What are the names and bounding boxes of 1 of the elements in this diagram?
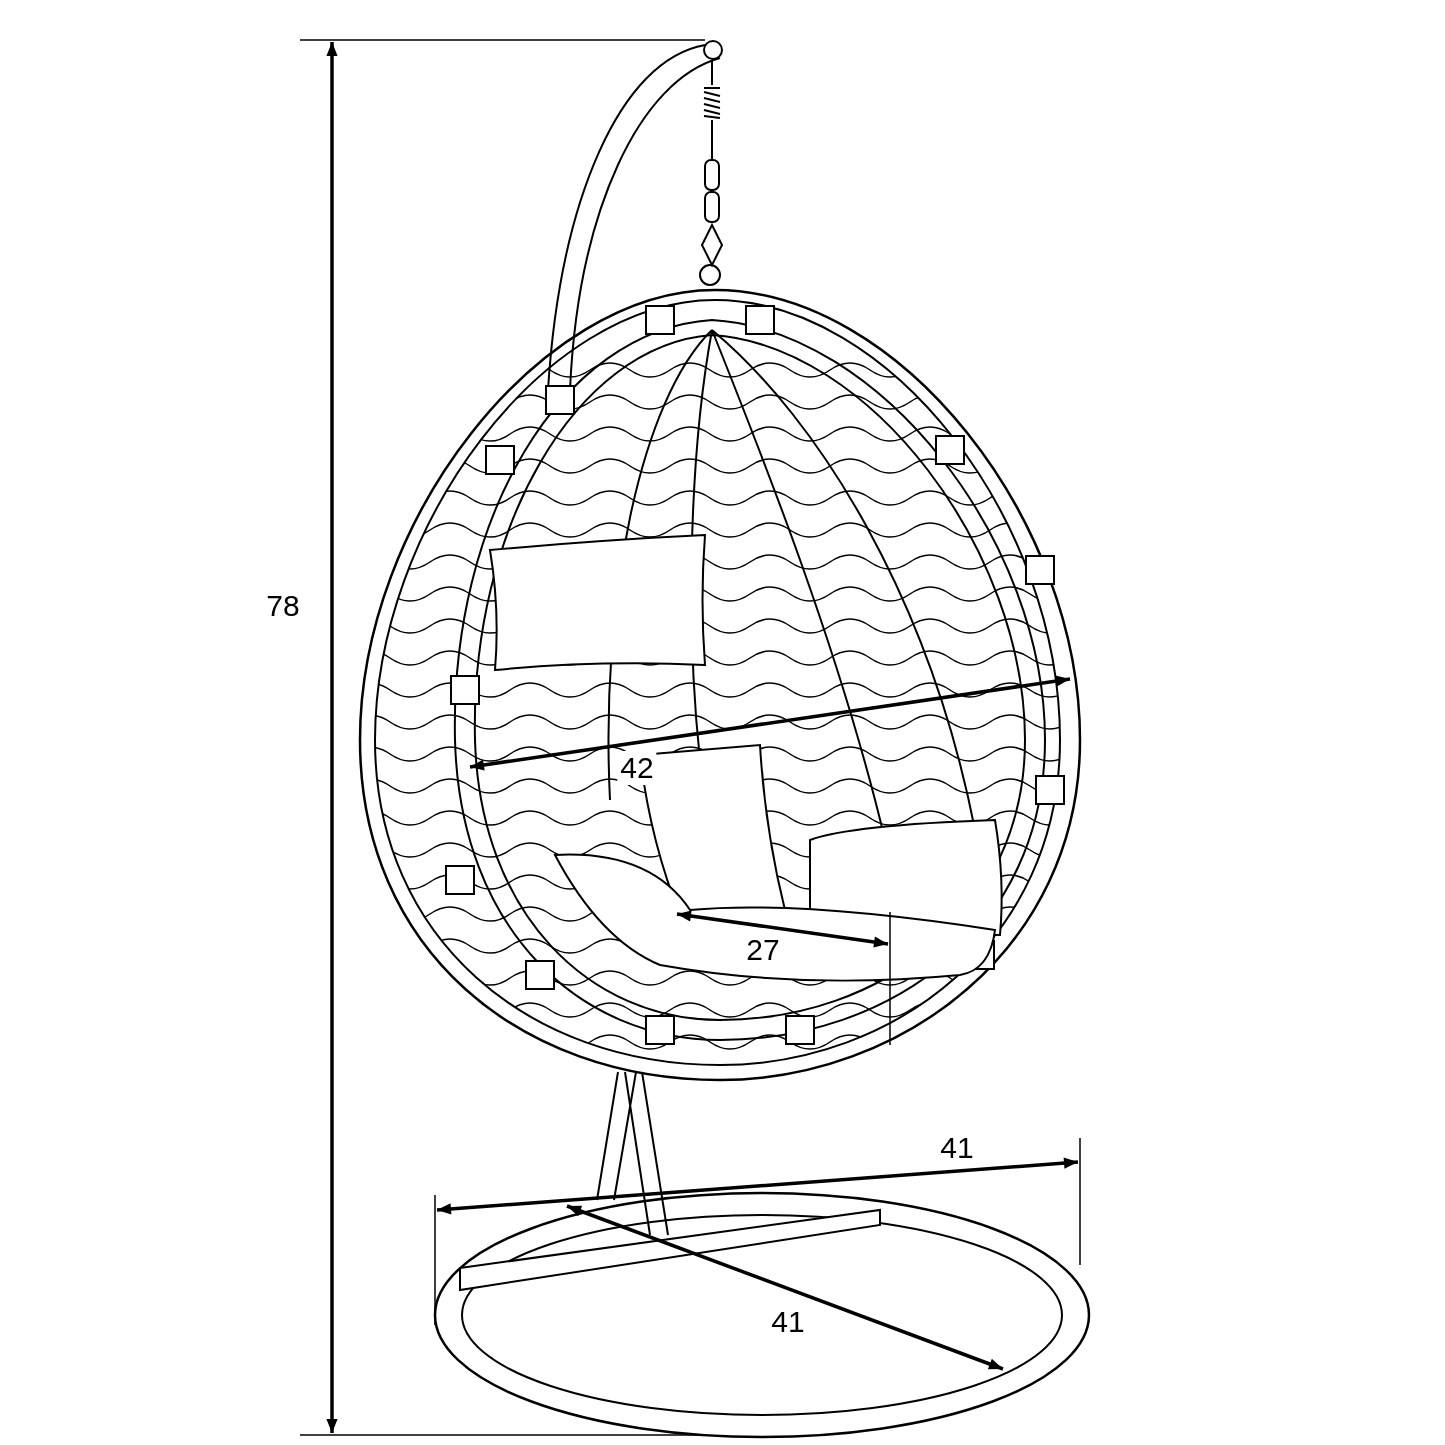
dimension-label: 42 xyxy=(617,751,657,785)
